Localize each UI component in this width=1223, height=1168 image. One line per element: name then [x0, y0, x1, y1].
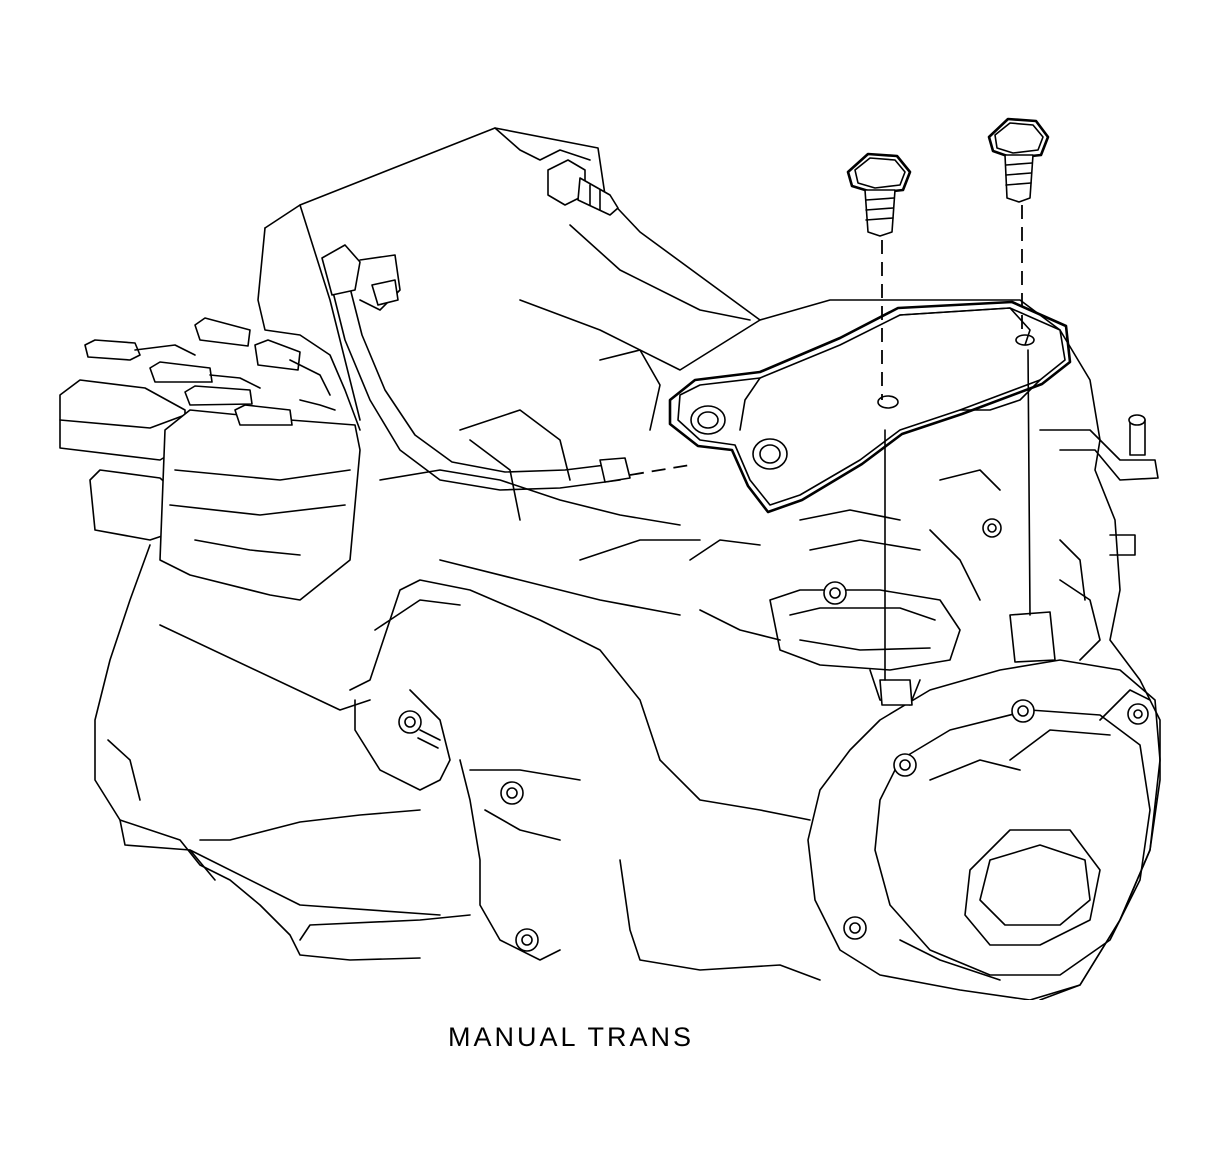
vent-fitting — [547, 159, 619, 216]
transaxle-illustration — [59, 117, 1161, 1000]
mount-bracket — [668, 300, 1072, 514]
bell-housing — [349, 579, 821, 981]
mount-bolt-right — [987, 117, 1050, 203]
case-ribs — [459, 409, 1086, 641]
mount-bolt-left — [846, 152, 912, 237]
alignment-lines — [629, 205, 1031, 681]
mount-boss — [769, 414, 1159, 706]
end-cover — [807, 659, 1161, 1000]
sensor-connectors — [59, 317, 361, 601]
diagram-caption: MANUAL TRANS — [448, 1022, 695, 1052]
shift-cable — [321, 244, 631, 491]
